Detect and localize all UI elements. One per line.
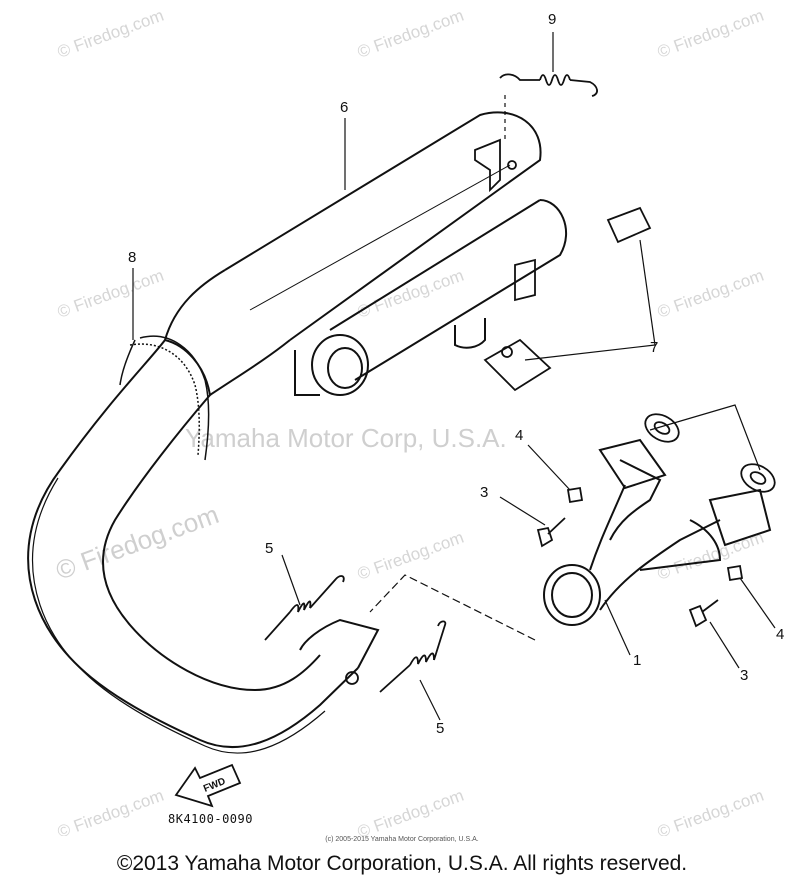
watermark: © Firedog.com <box>355 266 466 322</box>
watermark: © Firedog.com <box>655 786 766 836</box>
callouts: 9 6 8 7 4 3 5 1 4 3 5 <box>128 11 784 737</box>
fasteners <box>536 486 744 628</box>
center-watermark: Yamaha Motor Corp, U.S.A. <box>185 423 507 453</box>
clamp-band <box>119 335 210 461</box>
callout-4: 4 <box>515 427 523 444</box>
exhaust-diagram: © Firedog.com © Firedog.com © Firedog.co… <box>27 6 784 836</box>
small-copyright: (c) 2005-2015 Yamaha Motor Corporation, … <box>325 836 479 843</box>
callout-3: 3 <box>740 667 748 684</box>
watermark: © Firedog.com <box>355 528 466 584</box>
exhaust-joint <box>543 438 772 626</box>
springs-5 <box>264 575 447 693</box>
watermark: © Firedog.com <box>55 266 166 322</box>
muffler <box>163 111 568 397</box>
watermark: © Firedog.com <box>52 499 223 586</box>
watermark: © Firedog.com <box>55 6 166 62</box>
diagram-code: 8K4100-0090 <box>168 812 253 826</box>
watermark: © Firedog.com <box>355 6 466 62</box>
copyright-notice: ©2013 Yamaha Motor Corporation, U.S.A. A… <box>116 852 688 875</box>
watermark: © Firedog.com <box>655 6 766 62</box>
callout-9: 9 <box>548 11 556 28</box>
watermark: © Firedog.com <box>355 786 466 836</box>
callout-5: 5 <box>265 540 273 557</box>
callout-8: 8 <box>128 249 136 266</box>
watermark: © Firedog.com <box>55 786 166 836</box>
callout-5: 5 <box>436 720 444 737</box>
callout-6: 6 <box>340 99 348 116</box>
leader-lines <box>132 32 776 721</box>
watermark-layer: © Firedog.com © Firedog.com © Firedog.co… <box>52 6 767 836</box>
fwd-arrow: FWD <box>174 763 242 808</box>
gaskets <box>644 413 776 493</box>
exhaust-pipe <box>27 339 380 754</box>
callout-7: 7 <box>650 339 658 356</box>
callout-3: 3 <box>480 484 488 501</box>
brackets <box>474 138 652 392</box>
callout-4: 4 <box>776 626 784 643</box>
callout-1: 1 <box>633 652 641 669</box>
spring-9 <box>499 73 598 97</box>
watermark: © Firedog.com <box>655 266 766 322</box>
